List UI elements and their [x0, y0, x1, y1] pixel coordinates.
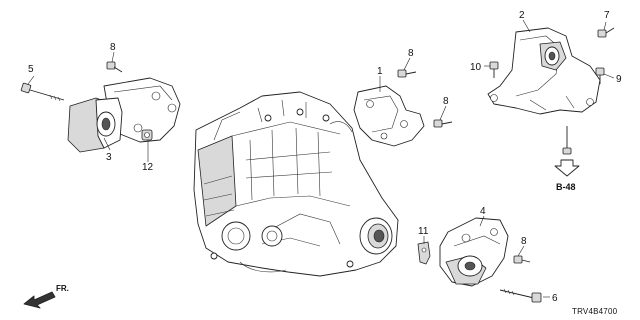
lower-mount-4[interactable]: [439, 217, 509, 287]
upper-mount-2[interactable]: [487, 27, 601, 115]
left-mount-assembly[interactable]: [67, 77, 181, 153]
reference-bolt: [562, 126, 572, 155]
bolt-9[interactable]: [595, 67, 605, 84]
callout-7[interactable]: 7: [604, 10, 610, 21]
callout-8-mid[interactable]: 8: [443, 96, 449, 107]
callout-8-lower[interactable]: 8: [521, 236, 527, 247]
callout-6[interactable]: 6: [552, 293, 558, 304]
callout-3[interactable]: 3: [106, 152, 112, 163]
bolt-8-mid[interactable]: [433, 119, 453, 128]
reference-arrow[interactable]: [554, 159, 580, 177]
callout-1[interactable]: 1: [377, 66, 383, 77]
nut-12[interactable]: [141, 129, 153, 141]
front-direction-arrow: [23, 291, 56, 309]
clip-11[interactable]: [417, 241, 431, 265]
callout-11[interactable]: 11: [418, 226, 429, 237]
callout-5[interactable]: 5: [28, 64, 34, 75]
front-direction-label: FR.: [56, 284, 69, 293]
callout-2[interactable]: 2: [519, 10, 525, 21]
bracket-1[interactable]: [353, 85, 425, 147]
reference-label[interactable]: B-48: [556, 182, 576, 192]
bolt-10[interactable]: [489, 61, 499, 78]
callout-9[interactable]: 9: [616, 74, 622, 85]
callout-4[interactable]: 4: [480, 206, 486, 217]
leader-lines: [27, 19, 615, 298]
callout-10[interactable]: 10: [470, 62, 482, 73]
transmission-assembly[interactable]: [193, 91, 399, 277]
diagram-code: TRV4B4700: [572, 307, 618, 316]
callout-8-top[interactable]: 8: [408, 48, 414, 59]
bolt-8-left[interactable]: [106, 61, 123, 73]
bolt-8-top[interactable]: [397, 69, 417, 78]
bolt-8-lower[interactable]: [513, 255, 531, 264]
bolt-6[interactable]: [499, 288, 542, 303]
bolt-5[interactable]: [20, 82, 65, 102]
bolt-7[interactable]: [597, 27, 615, 38]
callout-8-left[interactable]: 8: [110, 42, 116, 53]
callout-12[interactable]: 12: [142, 162, 154, 173]
